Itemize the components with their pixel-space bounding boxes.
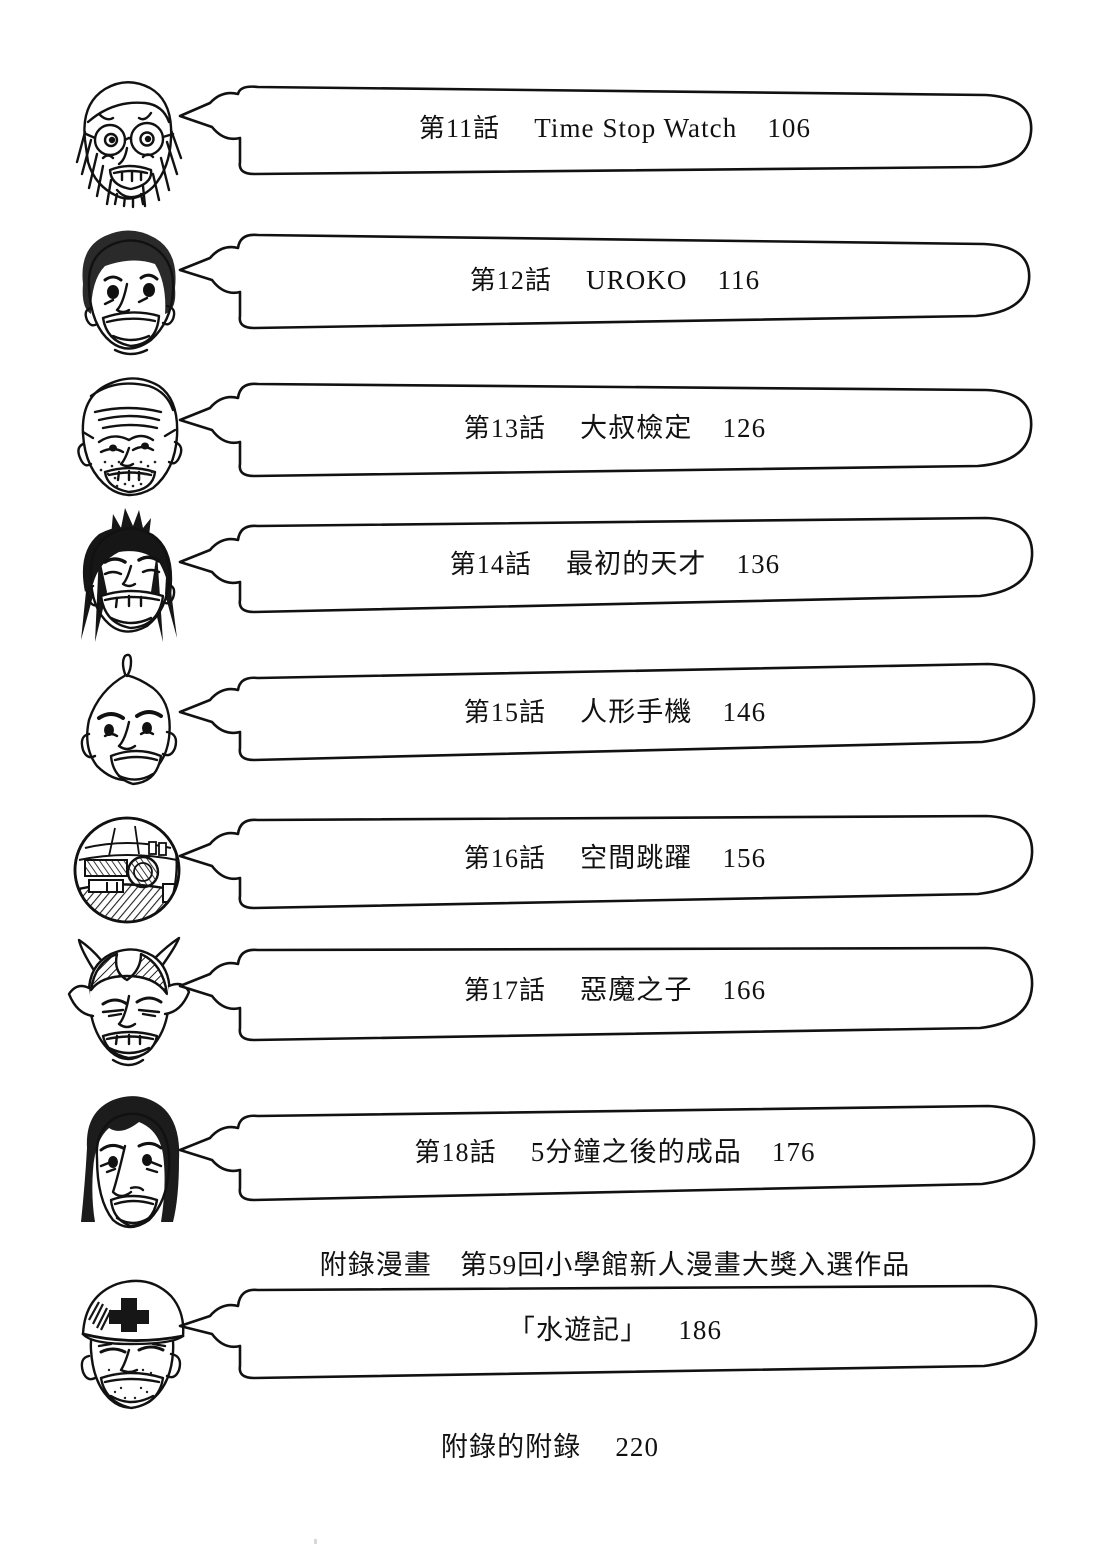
portrait-bald-single-tuft-face-icon [55,648,200,793]
episode-title: 5分鐘之後的成品 [530,1137,742,1167]
portrait-horned-devil-face-icon [55,928,200,1073]
appendix-page: 186 [678,1315,723,1345]
episode-page: 116 [717,265,761,295]
speech-bubble [178,648,1050,768]
entry-text: 第13話 大叔檢定 126 [180,412,1050,446]
speech-bubble [178,1088,1050,1208]
entry-text: 第18話 5分鐘之後的成品 176 [180,1136,1050,1170]
appendix-heading: 附錄漫畫 第59回小學館新人漫畫大獎入選作品 [319,1250,911,1280]
episode-page: 126 [722,413,767,443]
episode-page: 106 [767,113,812,143]
portrait-wrinkled-balding-uncle-face-icon [55,368,200,513]
page-artifact-dot [314,1539,317,1544]
footer-page: 220 [615,1432,660,1462]
episode-title: 人形手機 [580,697,693,727]
episode-title: UROKO [586,265,688,295]
appendix-title: 「水遊記」 [507,1315,649,1345]
episode-number: 第14話 [449,550,533,579]
episode-page: 146 [722,697,767,727]
episode-title: 空間跳躍 [580,843,693,873]
speech-bubble [178,70,1050,190]
episode-title: 最初的天才 [566,549,707,579]
episode-number: 第13話 [463,414,547,443]
episode-number: 第11話 [418,114,501,143]
entry-text: 第16話 空間跳躍 156 [180,842,1050,876]
episode-page: 136 [736,549,781,579]
portrait-long-haired-man-face-icon [55,1088,200,1233]
entry-text: 第11話 Time Stop Watch 106 [180,112,1050,146]
speech-bubble [178,1270,1050,1390]
entry-text: 第15話 人形手機 146 [180,696,1050,730]
portrait-spiky-topknot-grinning-face-icon [55,500,200,645]
speech-bubble [178,222,1050,342]
episode-page: 156 [722,843,767,873]
episode-page: 166 [722,975,767,1005]
entry-text: 第14話 最初的天才 136 [180,548,1050,582]
footer-entry: 附錄的附錄 220 [0,1425,1100,1464]
entry-text: 第17話 惡魔之子 166 [180,974,1050,1008]
portrait-bowl-cut-laughing-man-face-icon [55,222,200,367]
speech-bubble [178,500,1050,620]
footer-label: 附錄的附錄 [440,1432,582,1462]
episode-number: 第17話 [463,976,547,1005]
episode-number: 第16話 [463,844,547,873]
episode-title: Time Stop Watch [534,113,738,143]
episode-number: 第15話 [463,698,547,727]
episode-number: 第12話 [469,266,553,295]
speech-bubble [178,928,1050,1048]
portrait-mechanical-sphere-robot-icon [55,798,200,943]
speech-bubble [178,368,1050,488]
portrait-cross-helmet-man-face-icon [55,1270,200,1415]
speech-bubble [178,798,1050,918]
appendix-entry-text: 「水遊記」 186 [180,1314,1050,1348]
entry-text: 第12話 UROKO 116 [180,264,1050,298]
episode-title: 大叔檢定 [580,413,693,443]
portrait-bearded-glasses-man-face-icon [55,70,200,215]
episode-page: 176 [771,1137,816,1167]
episode-number: 第18話 [414,1138,497,1167]
episode-title: 惡魔之子 [580,975,693,1005]
